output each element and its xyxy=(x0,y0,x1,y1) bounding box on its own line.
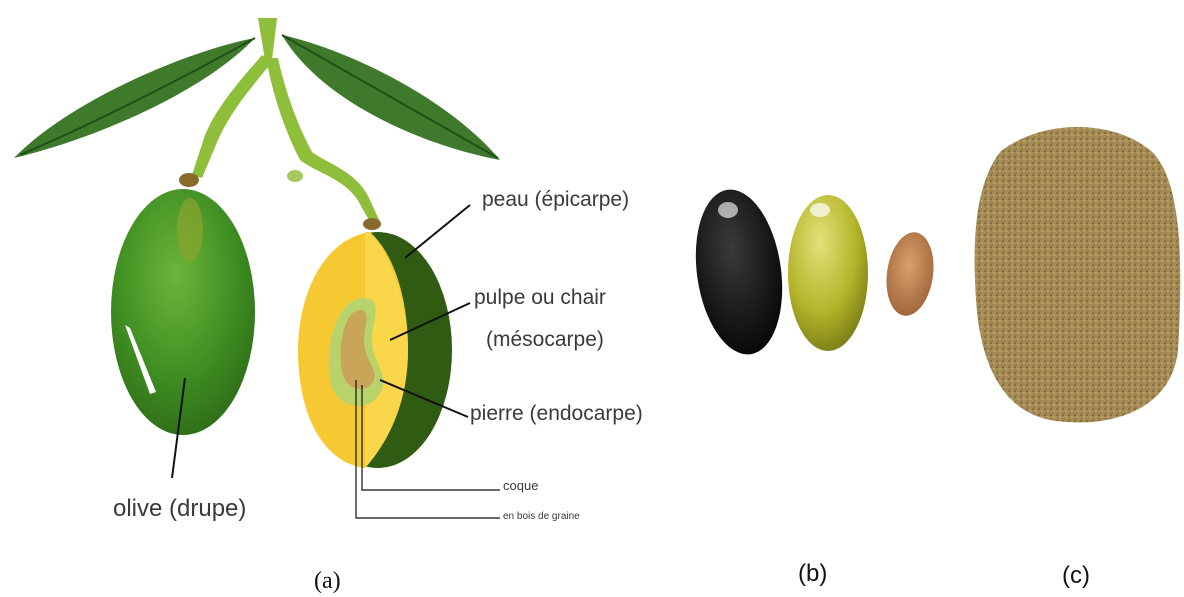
peau-label: peau (épicarpe) xyxy=(482,188,629,212)
pierre-label: pierre (endocarpe) xyxy=(470,402,643,426)
pulpe-label-line1: pulpe ou chair xyxy=(474,286,606,310)
cut-olive-icon xyxy=(298,232,452,468)
pulpe-label-line2: (mésocarpe) xyxy=(486,328,604,352)
caption-b: (b) xyxy=(798,560,827,588)
olive-label: olive (drupe) xyxy=(113,495,246,523)
left-leaf-icon xyxy=(14,38,255,158)
black-olive-photo xyxy=(686,184,792,360)
olive-pit-photo xyxy=(881,229,938,319)
coque-label: coque xyxy=(503,478,538,493)
caption-c: (c) xyxy=(1062,562,1090,590)
powder-photo xyxy=(975,127,1181,422)
caption-a: (a) xyxy=(314,568,341,595)
right-leaf-icon xyxy=(282,35,500,160)
peau-leader-line xyxy=(405,205,470,258)
graine-label: en bois de graine xyxy=(503,511,580,522)
green-olive-photo xyxy=(788,195,868,351)
